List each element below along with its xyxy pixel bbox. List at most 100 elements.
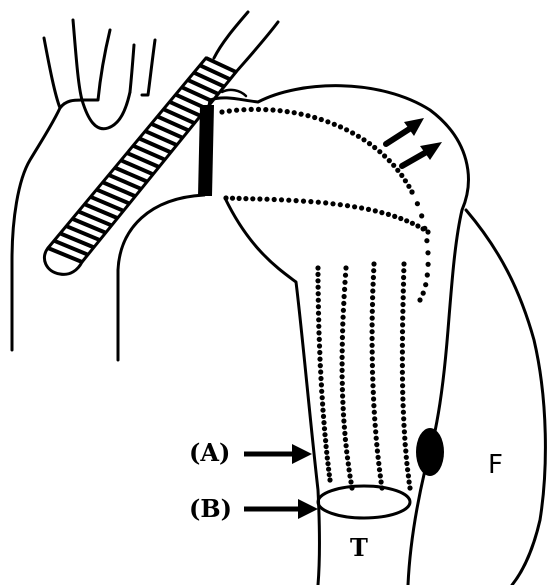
dot	[346, 461, 351, 466]
pointer-arrow-icon	[244, 444, 312, 464]
dot	[415, 201, 420, 206]
dot	[323, 200, 328, 205]
dot	[372, 410, 377, 415]
label-t: T	[350, 536, 368, 560]
dot	[371, 261, 376, 266]
dot	[392, 214, 397, 219]
dot	[286, 198, 291, 203]
dot	[234, 108, 239, 113]
dot	[361, 137, 366, 142]
dot	[340, 381, 345, 386]
dot	[332, 122, 337, 127]
dot	[316, 317, 321, 322]
dot	[317, 343, 322, 348]
dot	[370, 295, 375, 300]
dot	[341, 406, 346, 411]
dot	[401, 416, 406, 421]
dot	[401, 410, 406, 415]
dot	[374, 436, 379, 441]
dot	[340, 361, 345, 366]
dot	[425, 250, 430, 255]
dot	[370, 363, 375, 368]
dot	[257, 196, 262, 201]
dot	[340, 387, 345, 392]
dot	[301, 199, 306, 204]
dot	[318, 363, 323, 368]
dot	[425, 272, 430, 277]
dot	[424, 238, 429, 243]
dot	[320, 395, 325, 400]
dot	[338, 124, 343, 129]
dot	[400, 336, 405, 341]
dot	[342, 280, 347, 285]
dot	[279, 197, 284, 202]
dot	[317, 357, 322, 362]
dot	[401, 268, 406, 273]
dot	[370, 329, 375, 334]
dot	[318, 369, 323, 374]
label-f: F	[488, 452, 503, 478]
dot	[285, 109, 290, 114]
dot	[323, 438, 328, 443]
dot	[426, 262, 431, 267]
label-b: (B)	[189, 497, 232, 521]
dot	[419, 213, 424, 218]
dot	[370, 376, 375, 381]
cross-section-ellipse	[318, 486, 410, 518]
dot	[373, 208, 378, 213]
dot	[315, 265, 320, 270]
dot	[340, 321, 345, 326]
dot	[341, 308, 346, 313]
dot	[387, 158, 392, 163]
dot	[319, 117, 324, 122]
dot	[325, 119, 330, 124]
dot	[376, 461, 381, 466]
dot	[401, 282, 406, 287]
dot	[401, 288, 406, 293]
dot	[375, 448, 380, 453]
dot	[308, 199, 313, 204]
dot	[344, 443, 349, 448]
dot	[321, 414, 326, 419]
dot	[401, 423, 406, 428]
dot	[249, 107, 254, 112]
dot	[400, 329, 405, 334]
dot	[367, 141, 372, 146]
dot	[371, 282, 376, 287]
dot	[340, 355, 345, 360]
dot	[338, 202, 343, 207]
dot	[347, 473, 352, 478]
dot	[341, 301, 346, 306]
dot	[405, 467, 410, 472]
dot	[341, 418, 346, 423]
dot	[421, 291, 426, 296]
dot	[342, 431, 347, 436]
dot	[422, 226, 427, 231]
dot	[371, 275, 376, 280]
black-band	[198, 105, 214, 196]
label-a: (A)	[189, 441, 230, 465]
dot	[348, 479, 353, 484]
dot	[359, 205, 364, 210]
dot	[373, 423, 378, 428]
dot	[319, 389, 324, 394]
dot	[400, 316, 405, 321]
dot	[379, 479, 384, 484]
dot	[401, 403, 406, 408]
dot	[321, 420, 326, 425]
dot	[371, 268, 376, 273]
dot	[312, 115, 317, 120]
dot	[342, 425, 347, 430]
dot	[370, 322, 375, 327]
dot	[400, 390, 405, 395]
dot	[345, 455, 350, 460]
dot	[340, 374, 345, 379]
dot	[318, 376, 323, 381]
dot	[350, 130, 355, 135]
dot	[320, 401, 325, 406]
dot	[324, 450, 329, 455]
dot	[347, 467, 352, 472]
dot	[371, 403, 376, 408]
dot	[316, 330, 321, 335]
dot	[378, 473, 383, 478]
